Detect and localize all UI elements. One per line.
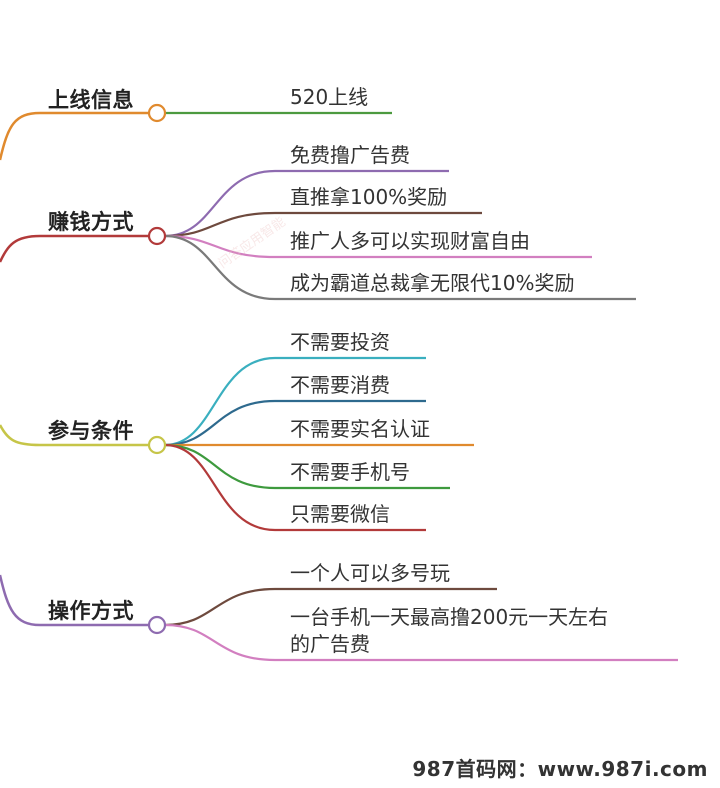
- leaf-connector: [164, 587, 497, 627]
- leaf-label: 不需要投资: [290, 330, 390, 354]
- leaf-label: 不需要手机号: [290, 460, 410, 484]
- leaf-label: 不需要消费: [290, 373, 390, 397]
- branch-node-circle-icon: [147, 103, 167, 123]
- leaf-label: 不需要实名认证: [290, 417, 430, 441]
- branch-label: 赚钱方式: [48, 210, 134, 234]
- leaf-label-line: 一台手机一天最高撸200元一天左右: [290, 605, 609, 629]
- leaf-connector: [164, 443, 450, 490]
- leaf-connector: [164, 443, 426, 532]
- leaf-connector: [164, 623, 678, 662]
- leaf-connector: [164, 356, 426, 447]
- leaf-label: 520上线: [290, 85, 369, 109]
- leaf-label: 直推拿100%奖励: [290, 185, 448, 209]
- branch-label: 操作方式: [48, 599, 134, 623]
- branch-connector: [0, 424, 148, 447]
- branch-node-circle-icon: [147, 615, 167, 635]
- leaf-connector: [164, 234, 636, 301]
- leaf-label: 免费撸广告费: [290, 143, 410, 167]
- leaf-label: 推广人多可以实现财富自由: [290, 229, 530, 253]
- leaf-connector: [164, 234, 592, 259]
- footer-site-credit: 987首码网：www.987i.com: [412, 757, 708, 781]
- branch-label: 上线信息: [48, 88, 134, 112]
- branch-node-circle-icon: [147, 226, 167, 246]
- leaf-connector: [164, 399, 426, 447]
- leaf-label: 一个人可以多号玩: [290, 561, 450, 585]
- leaf-label: 成为霸道总裁拿无限代10%奖励: [290, 271, 575, 295]
- branch-node-circle-icon: [147, 435, 167, 455]
- leaf-connector: [164, 169, 449, 238]
- branch-connector: [0, 111, 148, 161]
- branch-label: 参与条件: [48, 419, 134, 443]
- leaf-connector: [164, 211, 482, 238]
- leaf-label: 只需要微信: [290, 502, 390, 526]
- leaf-label: 一台手机一天最高撸200元一天左右的广告费: [290, 604, 608, 658]
- leaf-label-line: 的广告费: [290, 632, 370, 656]
- branch-connector: [0, 234, 148, 263]
- branch-connector: [0, 574, 148, 627]
